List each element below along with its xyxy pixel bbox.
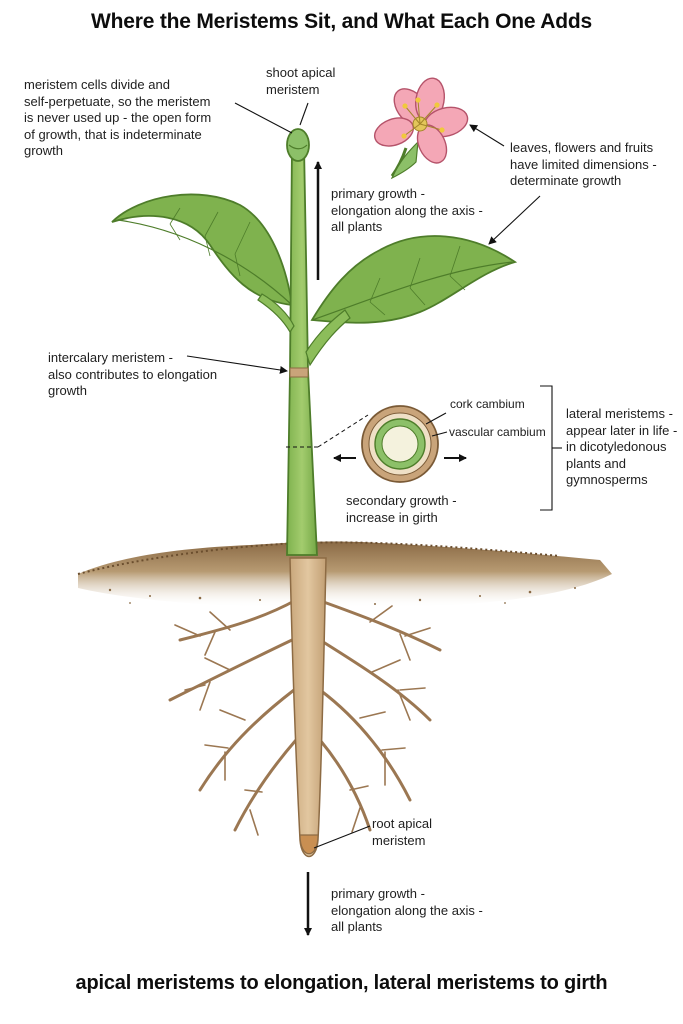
right-branch	[305, 309, 351, 367]
primary-growth-shoot-label: primary growth - elongation along the ax…	[331, 186, 483, 234]
diagram-footer: apical meristems to elongation, lateral …	[75, 972, 608, 994]
stem-cross-section	[361, 405, 439, 483]
intercalary-meristem-label: intercalary meristem - also contributes …	[48, 350, 218, 398]
root-apical-meristem-tip	[299, 834, 319, 855]
section-guide-line-2	[317, 414, 369, 448]
lateral-meristems-label: lateral meristems - appear later in life…	[566, 406, 678, 487]
meristem-cells-note: meristem cells divide and self-perpetuat…	[24, 77, 212, 158]
right-leaf	[310, 235, 518, 324]
vascular-cambium-label: vascular cambium	[449, 425, 546, 439]
root-apical-meristem-label: root apical meristem	[372, 816, 432, 848]
left-branch	[257, 293, 295, 334]
shoot-apical-meristem-bud	[286, 128, 310, 162]
cork-cambium-label: cork cambium	[450, 397, 525, 411]
diagram-title: Where the Meristems Sit, and What Each O…	[91, 10, 592, 33]
primary-growth-root-label: primary growth - elongation along the ax…	[331, 886, 483, 934]
flower	[373, 77, 469, 180]
taproot	[289, 557, 327, 858]
secondary-growth-label: secondary growth - increase in girth	[346, 493, 457, 525]
leader-lines	[186, 102, 562, 849]
left-leaf	[111, 193, 294, 307]
intercalary-meristem-band	[289, 367, 309, 378]
root-system	[168, 598, 442, 836]
shoot-apical-meristem-label: shoot apical meristem	[266, 65, 336, 97]
soil	[77, 541, 612, 608]
determinate-growth-note: leaves, flowers and fruits have limited …	[510, 140, 657, 188]
